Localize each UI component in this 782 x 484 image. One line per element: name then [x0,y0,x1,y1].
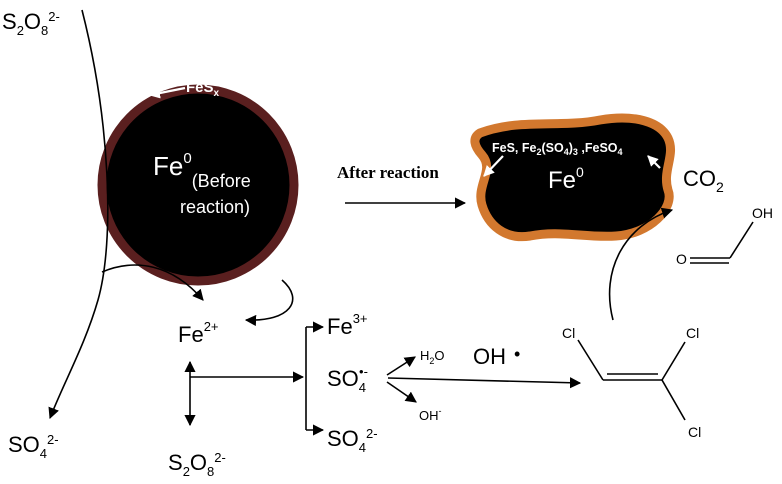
after-reaction-label: After reaction [337,163,439,182]
before-reaction-label: reaction) [180,197,250,217]
trichloroethylene-structure: Cl Cl Cl [562,325,701,440]
fe2-recycle-arrow [244,279,294,327]
persulfate-bottom-label: S2O82- [168,450,226,479]
formic-acid-structure: OH O [676,205,773,267]
tce-bond-c2-cl-top [661,341,686,381]
particle-after-reaction: FeS, Fe2(SO4)3 ,FeSO4 Fe0 [470,113,676,242]
fe0-before-label: Fe0(Before [153,150,251,191]
tce-cl-left: Cl [562,325,575,341]
tce-bond-c2-cl-bottom [661,379,686,421]
sulfate-bottom-right-label: SO42- [327,426,378,455]
tce-cl-top-right: Cl [686,325,699,341]
sulfate-left-label: SO42- [8,432,59,461]
formic-acid-oh-label: OH [752,205,773,221]
tce-to-co2-arrow [608,207,674,321]
sulfate-radical-label: SO4•- [327,364,368,395]
co2-label: CO2 [683,166,724,195]
hydroxide-label: OH- [419,406,442,423]
fesx-pointer-arrow [148,86,186,99]
tce-cl-bottom-right: Cl [688,424,701,440]
persulfate-to-sulfate-arrow [48,9,109,420]
persulfate-top-label: S2O82- [2,9,60,38]
fesx-label: FeSx [186,79,220,99]
fe3-label: Fe3+ [327,311,368,339]
fe0-particle-before [97,84,299,286]
radical-to-tce-arrow [387,377,582,389]
formic-acid-o-label: O [676,251,687,267]
water-label: H2O [420,348,445,366]
products-pointer-right [647,155,661,169]
radical-to-water-arrow [386,356,416,376]
products-pointer-left [483,155,504,177]
corrosion-products-label: FeS, Fe2(SO4)3 ,FeSO4 [492,141,623,157]
formic-acid-c-oh-bond [729,221,754,259]
fe0-after-label: Fe0 [548,164,584,194]
fe2-label: Fe2+ [178,319,219,347]
tce-bond-cl-c1 [577,339,604,381]
fe0-to-fe2-arrow [101,264,204,301]
particle-before-reaction: FeSx Fe0(Before reaction) [97,79,299,286]
radical-to-hydroxide-arrow [386,381,417,403]
hydroxyl-radical-label: OH• [473,344,520,369]
